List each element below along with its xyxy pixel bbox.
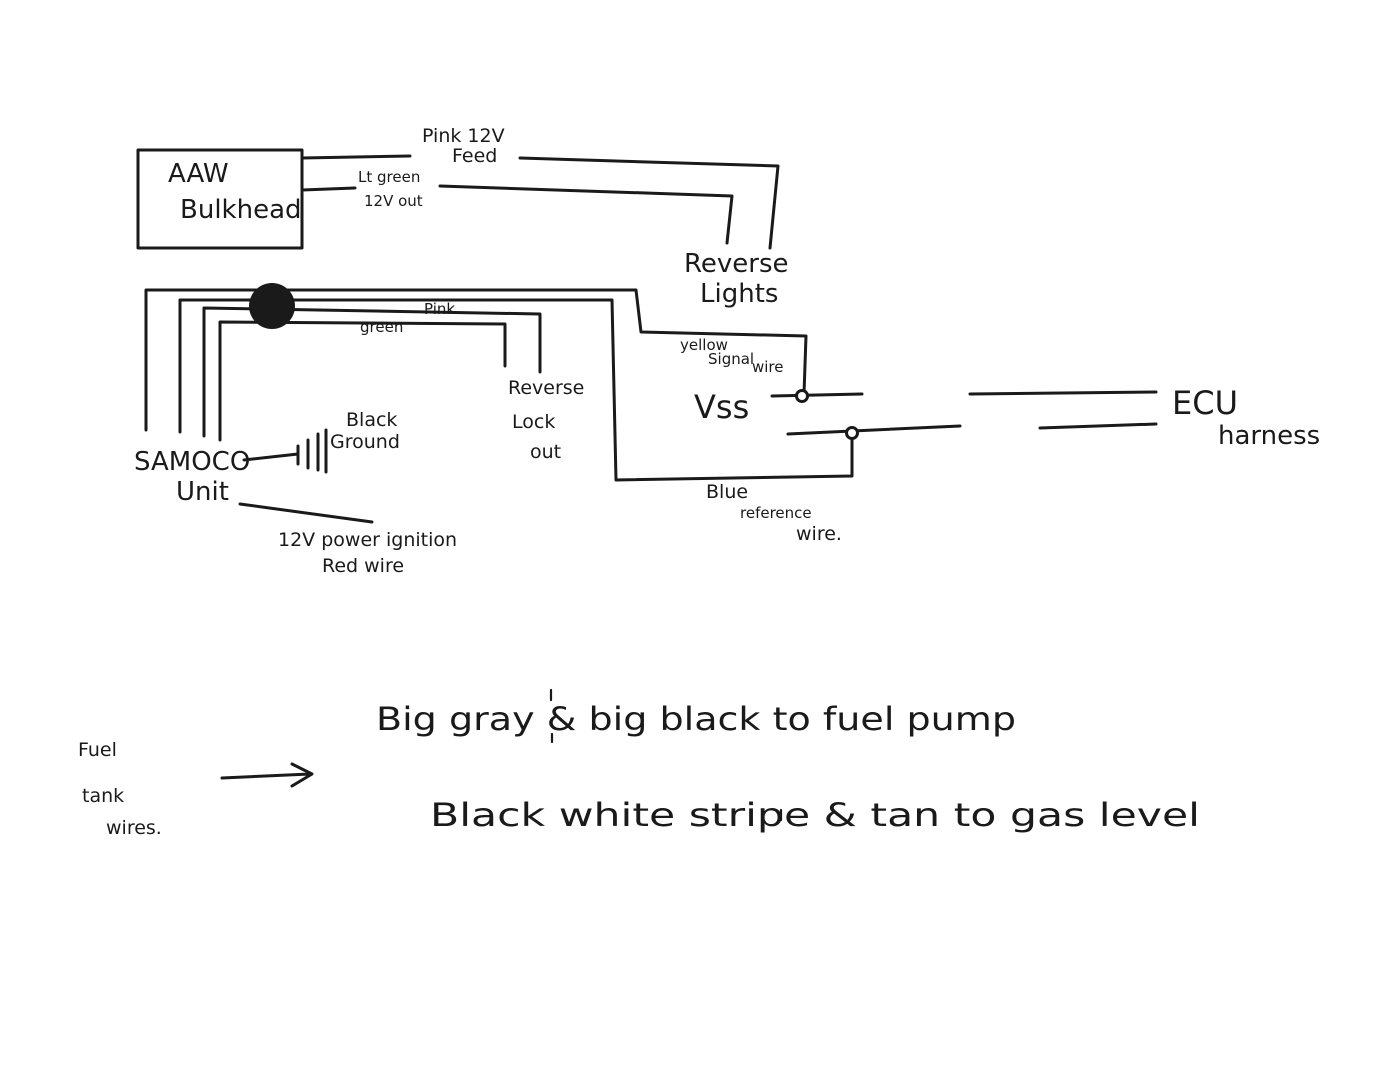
bulkhead-box	[136, 148, 304, 250]
ecu-label-2: harness	[1218, 421, 1320, 451]
fuel-tank-arrow	[220, 762, 314, 788]
blue-ref-label-1: Blue	[706, 481, 748, 503]
yellow-signal-label-3: wire	[752, 358, 784, 376]
fuel-tank-label-2: tank	[82, 785, 124, 807]
vss-signal-line	[770, 392, 864, 398]
reverse-lockout-label-1: Reverse	[508, 377, 584, 399]
samoco-label-2: Unit	[176, 477, 229, 507]
reverse-lockout-label-3: out	[530, 441, 561, 463]
blue-ref-label-2: reference	[740, 504, 812, 522]
power-wire	[238, 502, 374, 524]
harness-wire-4	[218, 320, 507, 442]
ecu-line-2	[1038, 422, 1158, 430]
ecu-label-1: ECU	[1172, 384, 1238, 422]
bulkhead-label-2: Bulkhead	[180, 195, 302, 225]
power-label-1: 12V power ignition	[278, 529, 457, 551]
black-ground-label-1: Black	[346, 409, 397, 431]
lt-green-wire	[300, 184, 734, 245]
harness-wire-2	[178, 298, 854, 482]
blue-splice-dot	[845, 426, 859, 440]
black-ground-label-2: Ground	[330, 431, 400, 453]
pink-feed-label-2: Feed	[452, 145, 497, 167]
yellow-signal-label-2: Signal	[708, 350, 754, 368]
lt-green-label-1: Lt green	[358, 168, 420, 186]
lt-green-label-2: 12V out	[364, 192, 423, 210]
harness-wire-1	[144, 288, 808, 432]
pink-feed-label-1: Pink 12V	[422, 125, 505, 147]
yellow-splice-dot	[795, 389, 809, 403]
green-wire-label: green	[360, 318, 403, 336]
ground-wire	[242, 452, 300, 462]
blue-ref-label-3: wire.	[796, 523, 842, 545]
harness-wire-3	[202, 306, 542, 438]
vss-reference-line	[786, 424, 962, 436]
junction-blob	[249, 283, 295, 329]
reverse-lockout-label-2: Lock	[512, 411, 555, 433]
fuel-tank-label-1: Fuel	[78, 739, 117, 761]
tick-mark-1	[549, 688, 554, 744]
reverse-lights-label-2: Lights	[700, 279, 778, 309]
gas-level-note: Black white stripe & tan to gas level	[430, 796, 1200, 834]
fuel-pump-note: Big gray & big black to fuel pump	[376, 700, 1016, 738]
pink-wire-label: Pink	[424, 300, 455, 318]
bulkhead-label-1: AAW	[168, 159, 229, 189]
samoco-label-1: SAMOCO	[134, 447, 250, 477]
fuel-tank-label-3: wires.	[106, 817, 162, 839]
ground-symbol	[296, 428, 328, 474]
power-label-2: Red wire	[322, 555, 404, 577]
vss-label: Vss	[694, 388, 749, 426]
ecu-line-1	[968, 390, 1158, 396]
reverse-lights-label-1: Reverse	[684, 249, 789, 279]
yellow-signal-label-1: yellow	[680, 336, 728, 354]
pink-feed-wire	[300, 154, 780, 250]
